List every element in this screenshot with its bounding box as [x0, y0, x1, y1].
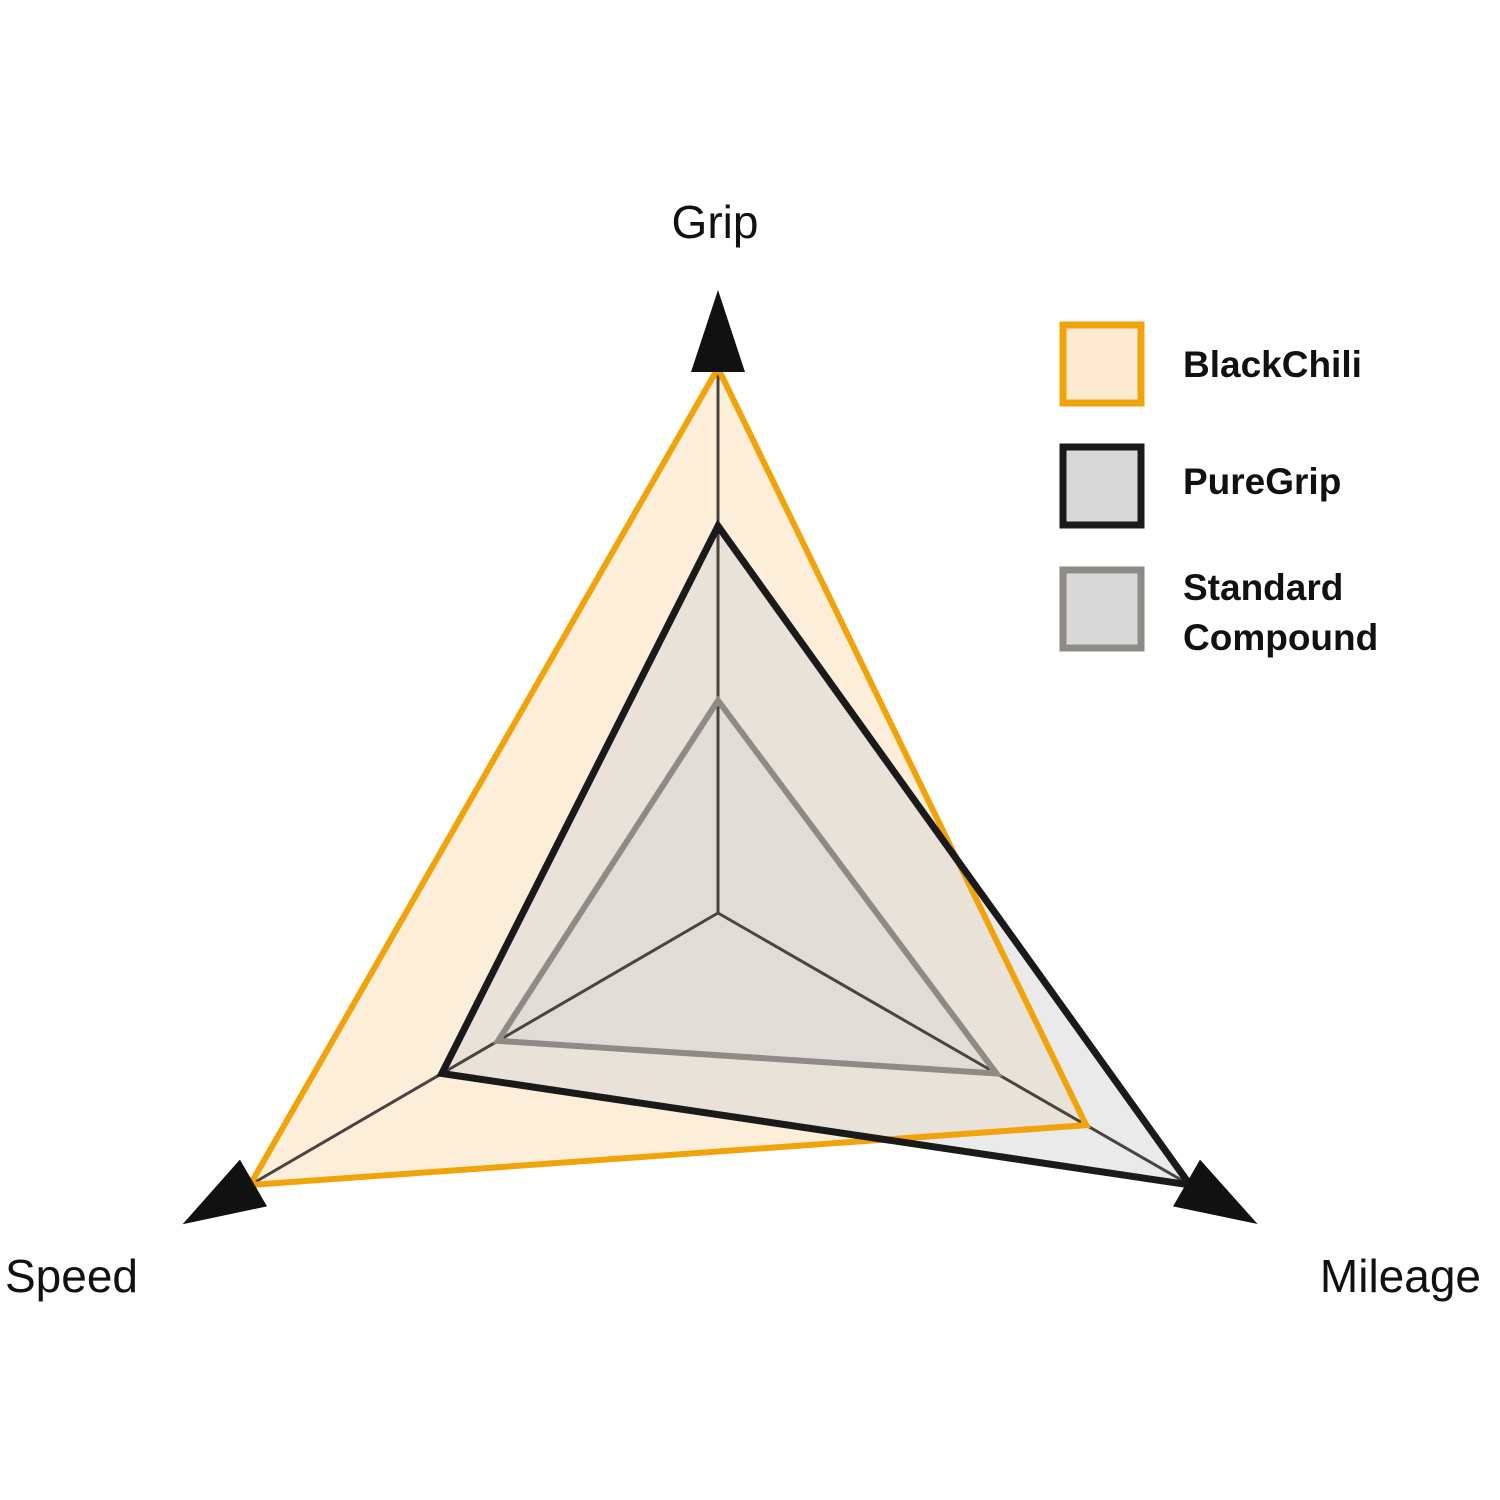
axis-label-speed: Speed — [5, 1250, 138, 1302]
series-fill-standard-compound — [498, 700, 997, 1074]
legend: BlackChili PureGrip Standard Compound — [1059, 321, 1378, 658]
arrowhead-speed — [182, 1159, 268, 1225]
axis-arrows — [182, 290, 1258, 1225]
series-outlines — [244, 361, 1198, 1190]
series-outline-puregrip — [436, 519, 1198, 1190]
spoke-speed — [249, 911, 719, 1187]
arrowhead-mileage — [1173, 1159, 1258, 1224]
arrowhead-grip — [691, 290, 745, 372]
legend-label-blackchili: BlackChili — [1183, 344, 1362, 385]
axis-label-grip: Grip — [672, 196, 759, 248]
legend-label-standard-line2: Compound — [1183, 617, 1378, 658]
legend-swatch-blackchili — [1059, 321, 1145, 407]
series-outline-standard-compound — [492, 695, 1003, 1077]
axis-spokes — [249, 368, 1191, 1187]
legend-label-standard-line1: Standard — [1183, 567, 1343, 608]
series-fills — [250, 368, 1190, 1185]
legend-swatch-standard-compound — [1059, 566, 1145, 652]
legend-swatch-puregrip — [1059, 443, 1145, 529]
legend-label-puregrip: PureGrip — [1183, 461, 1341, 502]
series-outline-blackchili — [244, 361, 1091, 1189]
spoke-mileage — [717, 911, 1191, 1187]
axis-label-mileage: Mileage — [1320, 1250, 1481, 1302]
